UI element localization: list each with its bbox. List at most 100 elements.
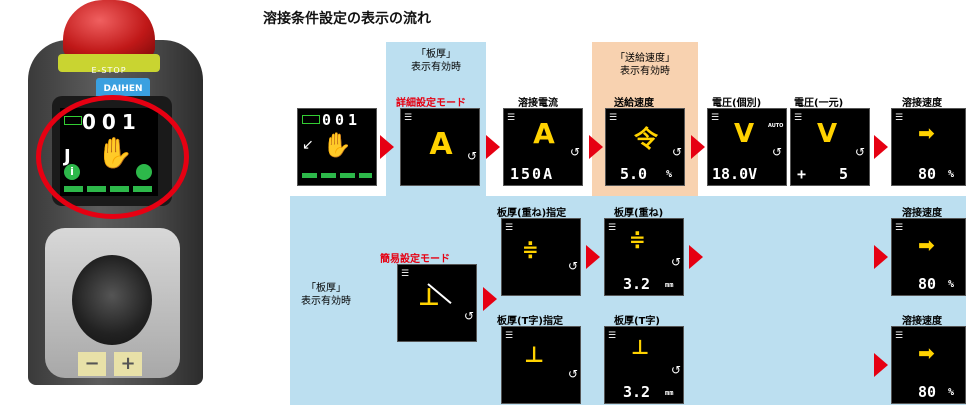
menu-icon: ☰ bbox=[404, 113, 413, 123]
detail-glyph: A bbox=[429, 127, 453, 162]
return-icon: ↺ bbox=[568, 259, 579, 273]
menu-icon: ☰ bbox=[609, 113, 618, 123]
volt2-glyph: V bbox=[816, 119, 838, 149]
speed-value: 80 bbox=[918, 165, 937, 183]
caption-ita-bottom: 「板厚」表示有効時 bbox=[301, 283, 351, 307]
flow-arrow bbox=[486, 135, 500, 159]
start-indicator bbox=[302, 115, 320, 124]
lap-joint-icon: ≑ bbox=[522, 237, 539, 261]
label-detail-mode: 詳細設定モード bbox=[396, 98, 466, 109]
flow-arrow bbox=[691, 135, 705, 159]
menu-icon: ☰ bbox=[895, 223, 904, 233]
flow-arrow bbox=[874, 245, 888, 269]
estop-label: E-STOP bbox=[91, 66, 127, 75]
menu-icon: ☰ bbox=[505, 223, 514, 233]
menu-icon: ☰ bbox=[895, 113, 904, 123]
screen-volt-unified: ☰ V ↺ + 5 bbox=[790, 108, 870, 186]
speed-top-unit: % bbox=[948, 279, 955, 290]
return-icon: ↺ bbox=[672, 145, 683, 159]
label-speed-bottom: 溶接速度 bbox=[902, 316, 942, 327]
hand-icon: ✋ bbox=[322, 131, 352, 159]
menu-icon: ☰ bbox=[794, 113, 803, 123]
jog-dial[interactable] bbox=[72, 255, 152, 345]
speed-bottom-unit: % bbox=[948, 387, 955, 398]
label-speed: 溶接速度 bbox=[902, 98, 942, 109]
auto-badge: AUTO bbox=[768, 123, 784, 129]
arrow-icon: ↙ bbox=[302, 137, 314, 153]
menu-icon: ☰ bbox=[895, 331, 904, 341]
label-feed: 送給速度 bbox=[614, 98, 654, 109]
plate-tee-lap-icon: ⊥ bbox=[418, 283, 440, 311]
menu-icon: ☰ bbox=[507, 113, 516, 123]
speed-top-value: 80 bbox=[918, 275, 937, 293]
caption-feed: 「送給速度」表示有効時 bbox=[615, 53, 675, 77]
menu-icon: ☰ bbox=[401, 269, 410, 279]
return-icon: ↺ bbox=[464, 309, 475, 323]
highlight-circle bbox=[36, 95, 189, 219]
label-tee: 板厚(T字) bbox=[614, 316, 660, 327]
speed-arrow-icon: ➡ bbox=[918, 341, 935, 365]
screen-speed: ☰ ➡ 80 % bbox=[891, 108, 966, 186]
volt2-value: 5 bbox=[839, 165, 849, 183]
speed-unit: % bbox=[948, 169, 955, 180]
menu-icon: ☰ bbox=[505, 331, 514, 341]
flow-arrow bbox=[586, 245, 600, 269]
speed-arrow-icon: ➡ bbox=[918, 121, 935, 145]
feed-glyph: 令 bbox=[634, 125, 658, 153]
feed-unit: % bbox=[666, 169, 673, 180]
screen-feed: ☰ 令 ↺ 5.0 % bbox=[605, 108, 685, 186]
screen-lap-spec: ☰ ≑ ↺ bbox=[501, 218, 581, 296]
speed-bottom-value: 80 bbox=[918, 383, 937, 401]
label-speed-top: 溶接速度 bbox=[902, 208, 942, 219]
plus-key[interactable]: + bbox=[114, 352, 142, 376]
menu-icon: ☰ bbox=[608, 223, 617, 233]
lap-joint-icon: ≑ bbox=[629, 227, 646, 251]
tee-joint-icon: ⊥ bbox=[631, 335, 650, 359]
menu-icon: ☰ bbox=[608, 331, 617, 341]
label-lap-spec: 板厚(重ね)指定 bbox=[497, 208, 567, 219]
label-volt-indiv: 電圧(個別) bbox=[712, 98, 762, 109]
speed-arrow-icon: ➡ bbox=[918, 233, 935, 257]
label-current: 溶接電流 bbox=[518, 98, 558, 109]
brand-logo: DAIHEN bbox=[96, 78, 150, 100]
label-lap: 板厚(重ね) bbox=[614, 208, 664, 219]
volt1-value: 18.0V bbox=[712, 165, 758, 183]
minus-key[interactable]: − bbox=[78, 352, 106, 376]
current-value: 150A bbox=[510, 165, 555, 183]
label-simple-mode: 簡易設定モード bbox=[380, 254, 450, 265]
tee-unit: mm bbox=[665, 389, 674, 397]
return-icon: ↺ bbox=[568, 367, 579, 381]
label-volt-unified: 電圧(一元) bbox=[794, 98, 844, 109]
screen-current: ☰ A ↺ 150A bbox=[503, 108, 583, 186]
flow-arrow bbox=[589, 135, 603, 159]
return-icon: ↺ bbox=[467, 149, 478, 163]
flow-arrow bbox=[380, 135, 394, 159]
volt1-glyph: V bbox=[733, 119, 755, 149]
screen-start: 001 ↙ ✋ bbox=[297, 108, 377, 186]
tee-joint-icon: ⊥ bbox=[524, 343, 545, 368]
return-icon: ↺ bbox=[671, 363, 682, 377]
label-tee-spec: 板厚(T字)指定 bbox=[497, 316, 563, 327]
lap-value: 3.2 bbox=[623, 275, 651, 293]
tee-value: 3.2 bbox=[623, 383, 651, 401]
caption-ita-top: 「板厚」表示有効時 bbox=[411, 49, 461, 73]
return-icon: ↺ bbox=[671, 255, 682, 269]
screen-tee-spec: ☰ ⊥ ↺ bbox=[501, 326, 581, 404]
menu-icon: ☰ bbox=[711, 113, 720, 123]
screen-volt-indiv: ☰ V AUTO ↺ 18.0V bbox=[707, 108, 787, 186]
flow-arrow bbox=[874, 353, 888, 377]
estop-ring bbox=[58, 54, 160, 72]
flow-arrow bbox=[689, 245, 703, 269]
start-number: 001 bbox=[322, 111, 362, 129]
screen-simple-mode: ☰ ⊥ ↺ bbox=[397, 264, 477, 342]
return-icon: ↺ bbox=[855, 145, 866, 159]
screen-tee: ☰ ⊥ ↺ 3.2 mm bbox=[604, 326, 684, 404]
diagram-title: 溶接条件設定の表示の流れ bbox=[263, 11, 431, 27]
estop-button[interactable] bbox=[63, 0, 155, 58]
return-icon: ↺ bbox=[772, 145, 783, 159]
flow-arrow bbox=[483, 287, 497, 311]
return-icon: ↺ bbox=[570, 145, 581, 159]
lap-unit: mm bbox=[665, 281, 674, 289]
volt2-sign: + bbox=[797, 165, 807, 183]
screen-detail-mode: ☰ A ↺ bbox=[400, 108, 480, 186]
